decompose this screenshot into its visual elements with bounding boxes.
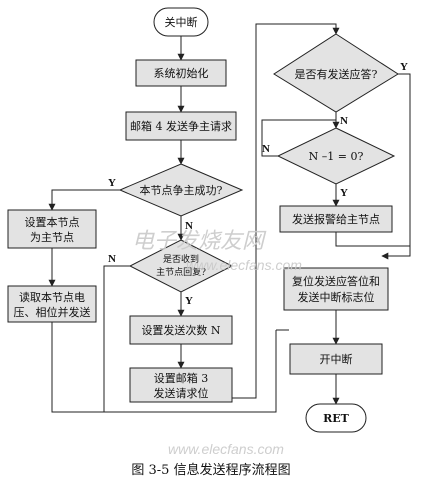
node-end: RET xyxy=(305,403,367,433)
decision-master-success: 本节点争主成功? xyxy=(118,163,244,217)
decision-has-ack: 是否有发送应答? xyxy=(273,33,399,113)
branch-labels: Y N N Y Y N N Y xyxy=(108,61,408,307)
node-set-mailbox3: 设置邮箱 3 发送请求位 xyxy=(129,367,233,403)
svg-text:为主节点: 为主节点 xyxy=(30,231,74,244)
svg-text:复位发送应答位和: 复位发送应答位和 xyxy=(292,274,380,288)
label-yes-master-success: Y xyxy=(108,177,116,189)
node-set-count: 设置发送次数 N xyxy=(129,315,233,345)
svg-text:主节点回复?: 主节点回复? xyxy=(156,266,206,278)
svg-text:关中断: 关中断 xyxy=(165,15,198,29)
svg-text:发送中断标志位: 发送中断标志位 xyxy=(298,290,375,304)
label-no-has-ack: N xyxy=(340,115,348,127)
decision-n-minus-one: N –1 = 0? xyxy=(276,127,396,185)
decision-is-master-node: 是否收到 主节点回复? xyxy=(128,239,234,293)
label-no-is-master: N xyxy=(108,253,116,265)
svg-text:本节点争主成功?: 本节点争主成功? xyxy=(140,183,223,197)
label-yes-is-master: Y xyxy=(185,295,193,307)
label-no-master-success: N xyxy=(185,220,193,232)
svg-text:www.elecfans.com: www.elecfans.com xyxy=(186,257,302,273)
svg-text:读取本节点电: 读取本节点电 xyxy=(19,290,85,304)
svg-text:设置发送次数 N: 设置发送次数 N xyxy=(141,323,220,337)
node-start: 关中断 xyxy=(153,7,209,37)
svg-text:发送请求位: 发送请求位 xyxy=(154,386,209,400)
label-yes-has-ack: Y xyxy=(400,61,408,73)
label-yes-n-minus-one: Y xyxy=(340,187,348,199)
svg-text:RET: RET xyxy=(323,412,350,425)
watermark: 电子发烧友网 www.elecfans.com www.elecfans.com xyxy=(132,229,302,457)
svg-text:发送报警给主节点: 发送报警给主节点 xyxy=(292,212,380,226)
node-send-alarm: 发送报警给主节点 xyxy=(279,205,393,233)
svg-text:是否收到: 是否收到 xyxy=(163,253,199,265)
svg-text:是否有发送应答?: 是否有发送应答? xyxy=(295,67,378,81)
svg-text:开中断: 开中断 xyxy=(320,352,353,366)
svg-text:设置邮箱 3: 设置邮箱 3 xyxy=(154,371,209,385)
svg-text:压、相位并发送: 压、相位并发送 xyxy=(14,305,91,319)
node-read-voltage: 读取本节点电 压、相位并发送 xyxy=(7,285,97,323)
node-reset-flags: 复位发送应答位和 发送中断标志位 xyxy=(283,267,389,311)
svg-text:电子发烧友网: 电子发烧友网 xyxy=(132,229,267,254)
svg-text:邮箱 4 发送争主请求: 邮箱 4 发送争主请求 xyxy=(130,119,232,133)
node-set-master: 设置本节点 为主节点 xyxy=(7,209,97,249)
svg-text:设置本节点: 设置本节点 xyxy=(25,215,80,229)
svg-text:N –1 = 0?: N –1 = 0? xyxy=(309,150,364,163)
node-mailbox4-request: 邮箱 4 发送争主请求 xyxy=(125,111,237,141)
label-no-n-minus-one: N xyxy=(262,143,270,155)
node-enable-interrupt: 开中断 xyxy=(289,343,383,375)
node-init: 系统初始化 xyxy=(135,59,227,87)
svg-text:系统初始化: 系统初始化 xyxy=(154,66,209,80)
svg-text:www.elecfans.com: www.elecfans.com xyxy=(168,441,284,457)
figure-caption: 图 3-5 信息发送程序流程图 xyxy=(131,462,290,478)
